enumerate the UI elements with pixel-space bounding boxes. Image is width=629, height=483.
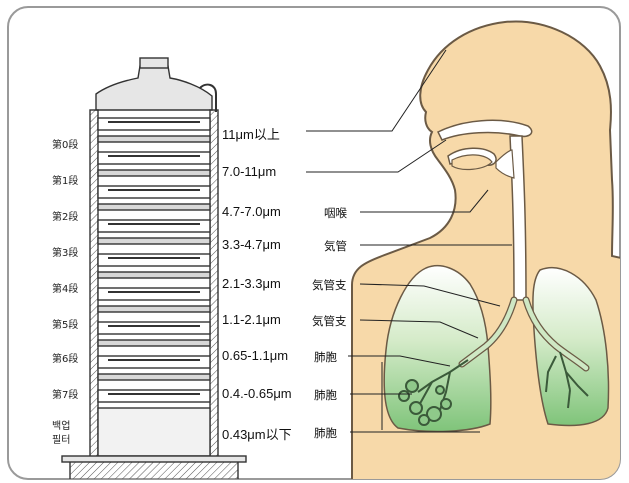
stage-label-4: 第4段 [52,280,78,295]
region-label-throat: 咽喉 [324,205,347,221]
stage-label-0: 第0段 [52,136,78,151]
backup-label-line2: 필터 [52,434,70,448]
stage-label-3: 第3段 [52,244,78,259]
impactor-filter-holder [98,408,210,456]
region-label-alveoli-2: 肺胞 [314,387,337,403]
stage-label-6: 第6段 [52,350,78,365]
impactor-base-plate [62,456,246,462]
impactor-right-wall [210,110,218,460]
size-label-1: 7.0-11μm [222,164,276,179]
impactor-inlet-neck [140,58,168,68]
size-label-5: 1.1-2.1μm [222,312,281,327]
stage-label-2: 第2段 [52,208,78,223]
size-label-3: 3.3-4.7μm [222,237,281,252]
region-label-bronchi-2: 気管支 [312,313,347,329]
region-label-trachea: 気管 [324,238,347,254]
size-label-7: 0.4.-0.65μm [222,386,292,401]
stage-label-7: 第7段 [52,386,78,401]
stage-label-1: 第1段 [52,172,78,187]
backup-filter-label: 백업 필터 [52,420,70,448]
size-label-2: 4.7-7.0μm [222,204,281,219]
region-label-alveoli-1: 肺胞 [314,349,337,365]
region-label-bronchi-1: 気管支 [312,277,347,293]
impactor-left-wall [90,110,98,460]
region-label-alveoli-3: 肺胞 [314,425,337,441]
size-label-4: 2.1-3.3μm [222,276,281,291]
size-label-0: 11μm以上 [222,124,280,143]
size-label-6: 0.65-1.1μm [222,348,288,363]
stage-label-5: 第5段 [52,316,78,331]
size-label-backup: 0.43μm以下 [222,424,292,443]
backup-label-line1: 백업 [52,420,70,434]
